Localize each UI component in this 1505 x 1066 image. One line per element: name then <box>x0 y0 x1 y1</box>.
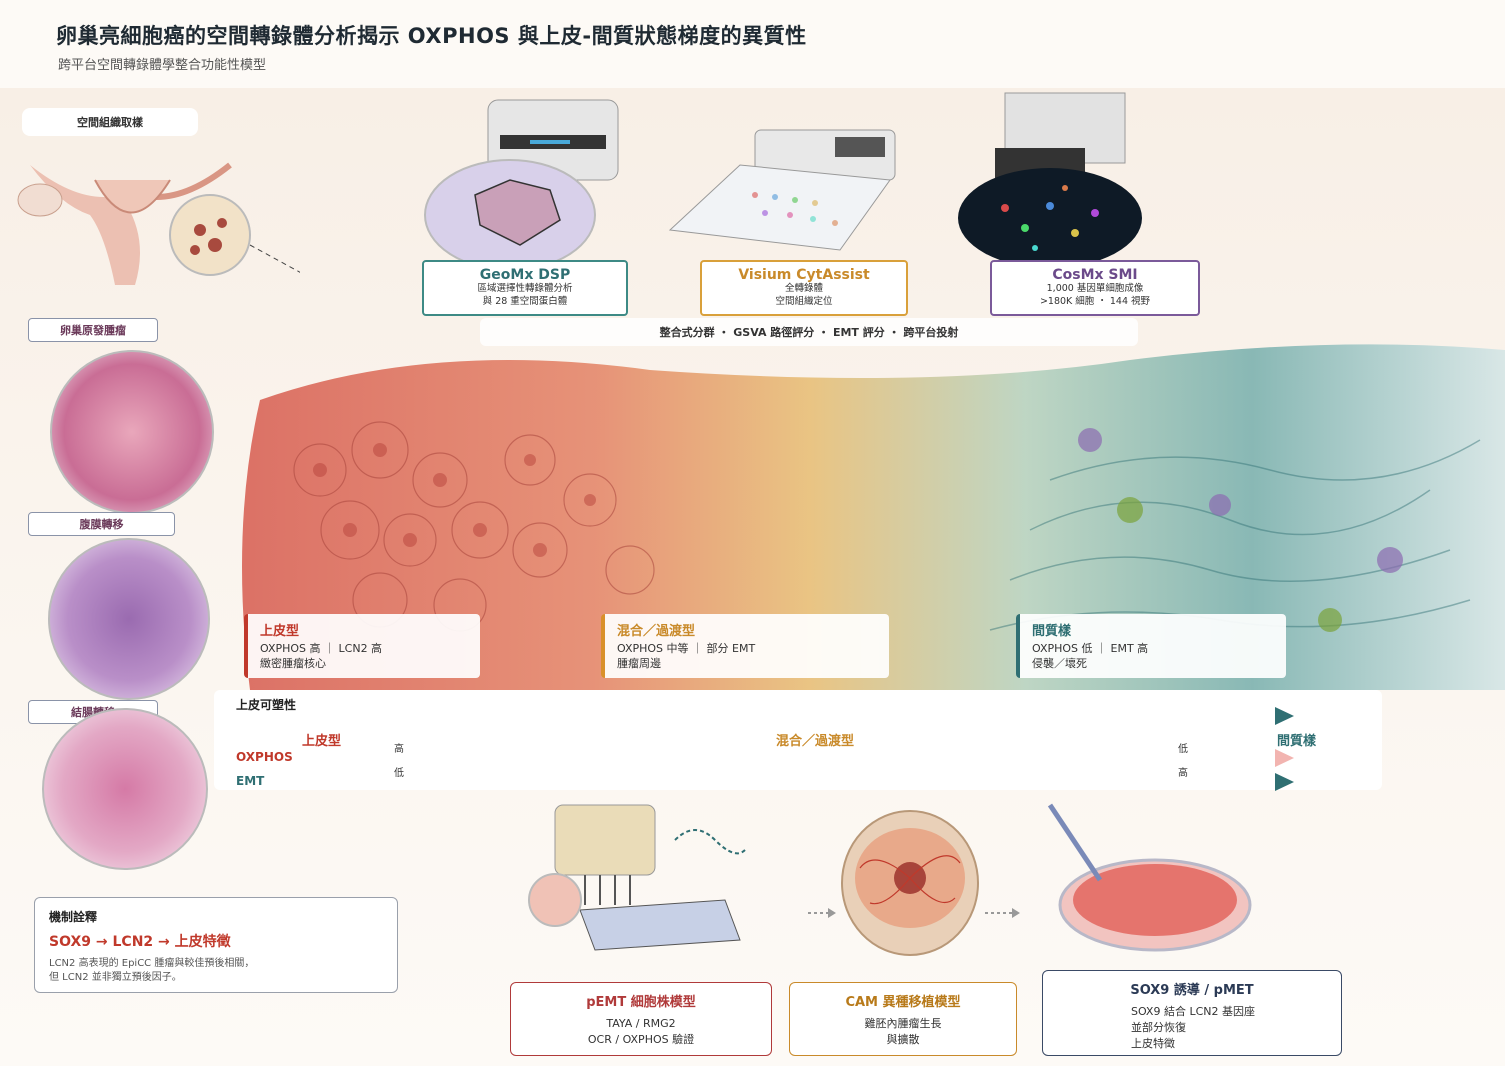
site-label-ovary: 卵巢原發腫瘤 <box>28 318 158 342</box>
gradient-left-label: 上皮型 <box>302 734 342 749</box>
state-line: 腫瘤周邊 <box>617 656 661 670</box>
model-flow-arrows <box>808 908 1020 918</box>
model-line: 與擴散 <box>886 1032 920 1046</box>
uterus-ovary-illustration <box>17 162 300 285</box>
platform-name: CosMx SMI <box>1052 267 1138 283</box>
platform-name: GeoMx DSP <box>479 267 571 283</box>
state-line: OXPHOS 中等 ｜ 部分 EMT <box>617 642 756 655</box>
state-box-mesenchymal: 間質樣 OXPHOS 低 ｜ EMT 高 侵襲／壞死 <box>1016 614 1286 678</box>
sox9-dish-illustration <box>1047 803 1252 952</box>
state-line: 侵襲／壞死 <box>1032 656 1087 670</box>
oxphos-label: OXPHOS <box>236 750 293 764</box>
model-name: pEMT 細胞株模型 <box>586 995 696 1010</box>
platform-desc-line: 與 28 重空間蛋白體 <box>482 295 568 307</box>
platform-desc-line: >180K 細胞 ・ 144 視野 <box>1039 295 1151 307</box>
state-line: OXPHOS 高 ｜ LCN2 高 <box>260 642 383 655</box>
platform-desc-line: 全轉錄體 <box>784 283 823 294</box>
model-name: CAM 異種移植模型 <box>845 995 961 1010</box>
state-line: OXPHOS 低 ｜ EMT 高 <box>1032 642 1149 655</box>
platform-name: Visium CytAssist <box>738 267 870 283</box>
gradient-right-label: 間質樣 <box>1277 734 1317 749</box>
emt-high-label: 高 <box>1178 768 1188 779</box>
state-name: 上皮型 <box>260 624 300 639</box>
model-line: 雞胚內腫瘤生長 <box>864 1017 942 1030</box>
platform-box-visium: Visium CytAssist 全轉錄體 空間組織定位 <box>700 260 908 316</box>
platform-box-cosmx: CosMx SMI 1,000 基因單細胞成像 >180K 細胞 ・ 144 視… <box>990 260 1200 316</box>
oxphos-low-label: 低 <box>1178 744 1188 755</box>
gradient-title: 上皮可塑性 <box>236 698 297 712</box>
model-name: SOX9 誘導 / pMET <box>1130 983 1254 998</box>
model-box-pemt: pEMT 細胞株模型 TAYA / RMG2 OCR / OXPHOS 驗證 <box>510 982 772 1056</box>
ovary-histology-image <box>50 350 214 514</box>
mechanism-box: 機制詮釋 SOX9 → LCN2 → 上皮特徵 LCN2 高表現的 EpiCC … <box>34 897 398 993</box>
model-line: TAYA / RMG2 <box>606 1017 676 1030</box>
analysis-band: 整合式分群 ・ GSVA 路徑評分 ・ EMT 評分 ・ 跨平台投射 <box>480 318 1138 346</box>
model-line: 上皮特徵 <box>1131 1036 1175 1050</box>
platform-desc-line: 1,000 基因單細胞成像 <box>1046 283 1144 294</box>
cam-egg-illustration <box>841 810 979 956</box>
platform-box-geomx: GeoMx DSP 區域選擇性轉錄體分析 與 28 重空間蛋白體 <box>422 260 628 316</box>
peritoneal-histology-image <box>48 538 210 700</box>
model-box-sox9: SOX9 誘導 / pMET SOX9 結合 LCN2 基因座 並部分恢復 上皮… <box>1042 970 1342 1056</box>
page-title: 卵巢亮細胞癌的空間轉錄體分析揭示 OXPHOS 與上皮-間質狀態梯度的異質性 <box>56 24 807 48</box>
model-line: OCR / OXPHOS 驗證 <box>587 1032 695 1046</box>
state-name: 間質樣 <box>1032 624 1072 639</box>
gradient-middle-label: 混合／過渡型 <box>776 734 855 749</box>
state-box-epithelial: 上皮型 OXPHOS 高 ｜ LCN2 高 緻密腫瘤核心 <box>244 614 480 678</box>
pemt-cellline-illustration <box>528 804 746 951</box>
state-box-mixed: 混合／過渡型 OXPHOS 中等 ｜ 部分 EMT 腫瘤周邊 <box>601 614 889 678</box>
colon-histology-image <box>42 708 208 870</box>
gradient-arrows <box>334 707 1294 791</box>
oxphos-high-label: 高 <box>394 744 404 755</box>
cosmx-instrument-illustration <box>958 92 1142 268</box>
platform-desc-line: 區域選擇性轉錄體分析 <box>477 283 573 294</box>
emt-label: EMT <box>236 774 265 788</box>
state-line: 緻密腫瘤核心 <box>260 656 326 670</box>
visium-instrument-illustration <box>668 129 896 251</box>
model-line: 並部分恢復 <box>1131 1020 1186 1034</box>
geomx-instrument-illustration <box>424 99 619 270</box>
mechanism-note-line: LCN2 高表現的 EpiCC 腫瘤與較佳預後相關， <box>49 958 255 969</box>
state-name: 混合／過渡型 <box>617 624 696 639</box>
mechanism-title: 機制詮釋 <box>49 910 98 924</box>
page-subtitle: 跨平台空間轉錄體學整合功能性模型 <box>58 58 267 73</box>
sampling-label: 空間組織取樣 <box>22 108 198 136</box>
emt-low-label: 低 <box>394 768 404 779</box>
model-box-cam: CAM 異種移植模型 雞胚內腫瘤生長 與擴散 <box>789 982 1017 1056</box>
site-label-peritoneal: 腹膜轉移 <box>28 512 175 536</box>
model-line: SOX9 結合 LCN2 基因座 <box>1131 1005 1255 1018</box>
mechanism-note-line: 但 LCN2 並非獨立預後因子。 <box>49 972 182 983</box>
plasticity-gradient-panel <box>214 690 1382 790</box>
platform-desc-line: 空間組織定位 <box>775 295 833 307</box>
mechanism-pathway: SOX9 → LCN2 → 上皮特徵 <box>49 934 231 950</box>
